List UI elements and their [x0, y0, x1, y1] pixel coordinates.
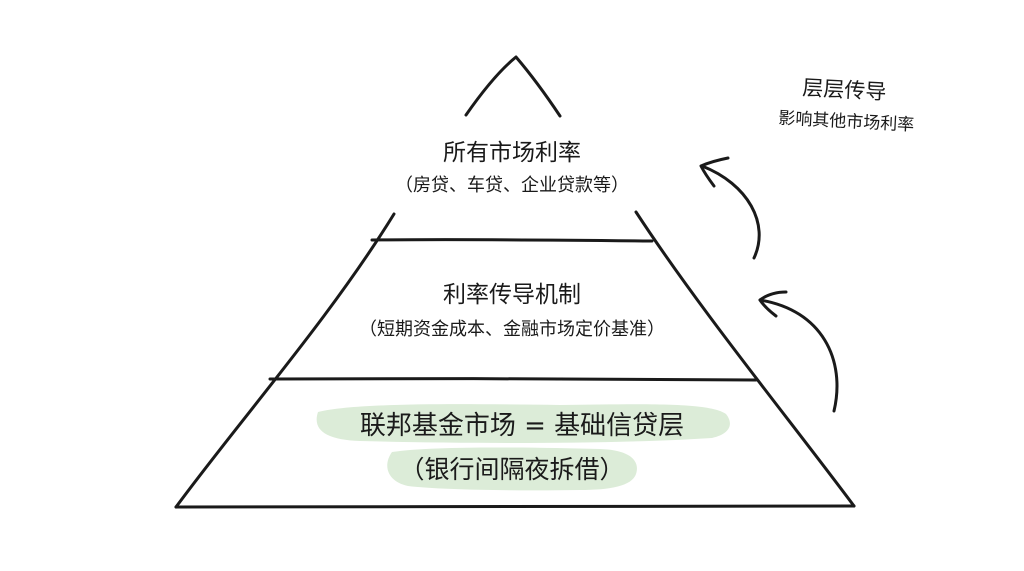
middle-tier-subtitle: （短期资金成本、金融市场定价基准）	[359, 319, 665, 340]
tier-divider-upper	[370, 238, 654, 243]
side-note-subtitle: 影响其他市场利率	[778, 108, 915, 135]
side-note-title: 层层传导	[802, 76, 887, 104]
pyramid-right-side	[634, 210, 856, 508]
arrow-upper-shaft	[700, 164, 761, 260]
base-title-highlight	[316, 404, 730, 443]
pyramid-left-side	[174, 212, 396, 509]
pyramid-peak	[464, 55, 562, 118]
pyramid-base-line	[174, 504, 856, 509]
middle-tier-title: 利率传导机制	[443, 282, 581, 308]
arrow-upper-head	[699, 156, 730, 188]
top-tier-title: 所有市场利率	[443, 140, 581, 166]
arrow-lower-head	[758, 290, 788, 318]
tier-divider-lower	[268, 377, 758, 382]
base-tier-title: 联邦基金市场 = 基础信贷层	[360, 411, 684, 441]
top-tier-subtitle: （房贷、车贷、企业贷款等）	[395, 175, 629, 196]
base-subtitle-highlight	[387, 447, 637, 491]
arrow-lower	[758, 290, 839, 413]
arrow-upper	[699, 156, 761, 260]
arrow-lower-shaft	[758, 298, 839, 413]
base-tier-subtitle: （银行间隔夜拆借）	[399, 455, 624, 484]
